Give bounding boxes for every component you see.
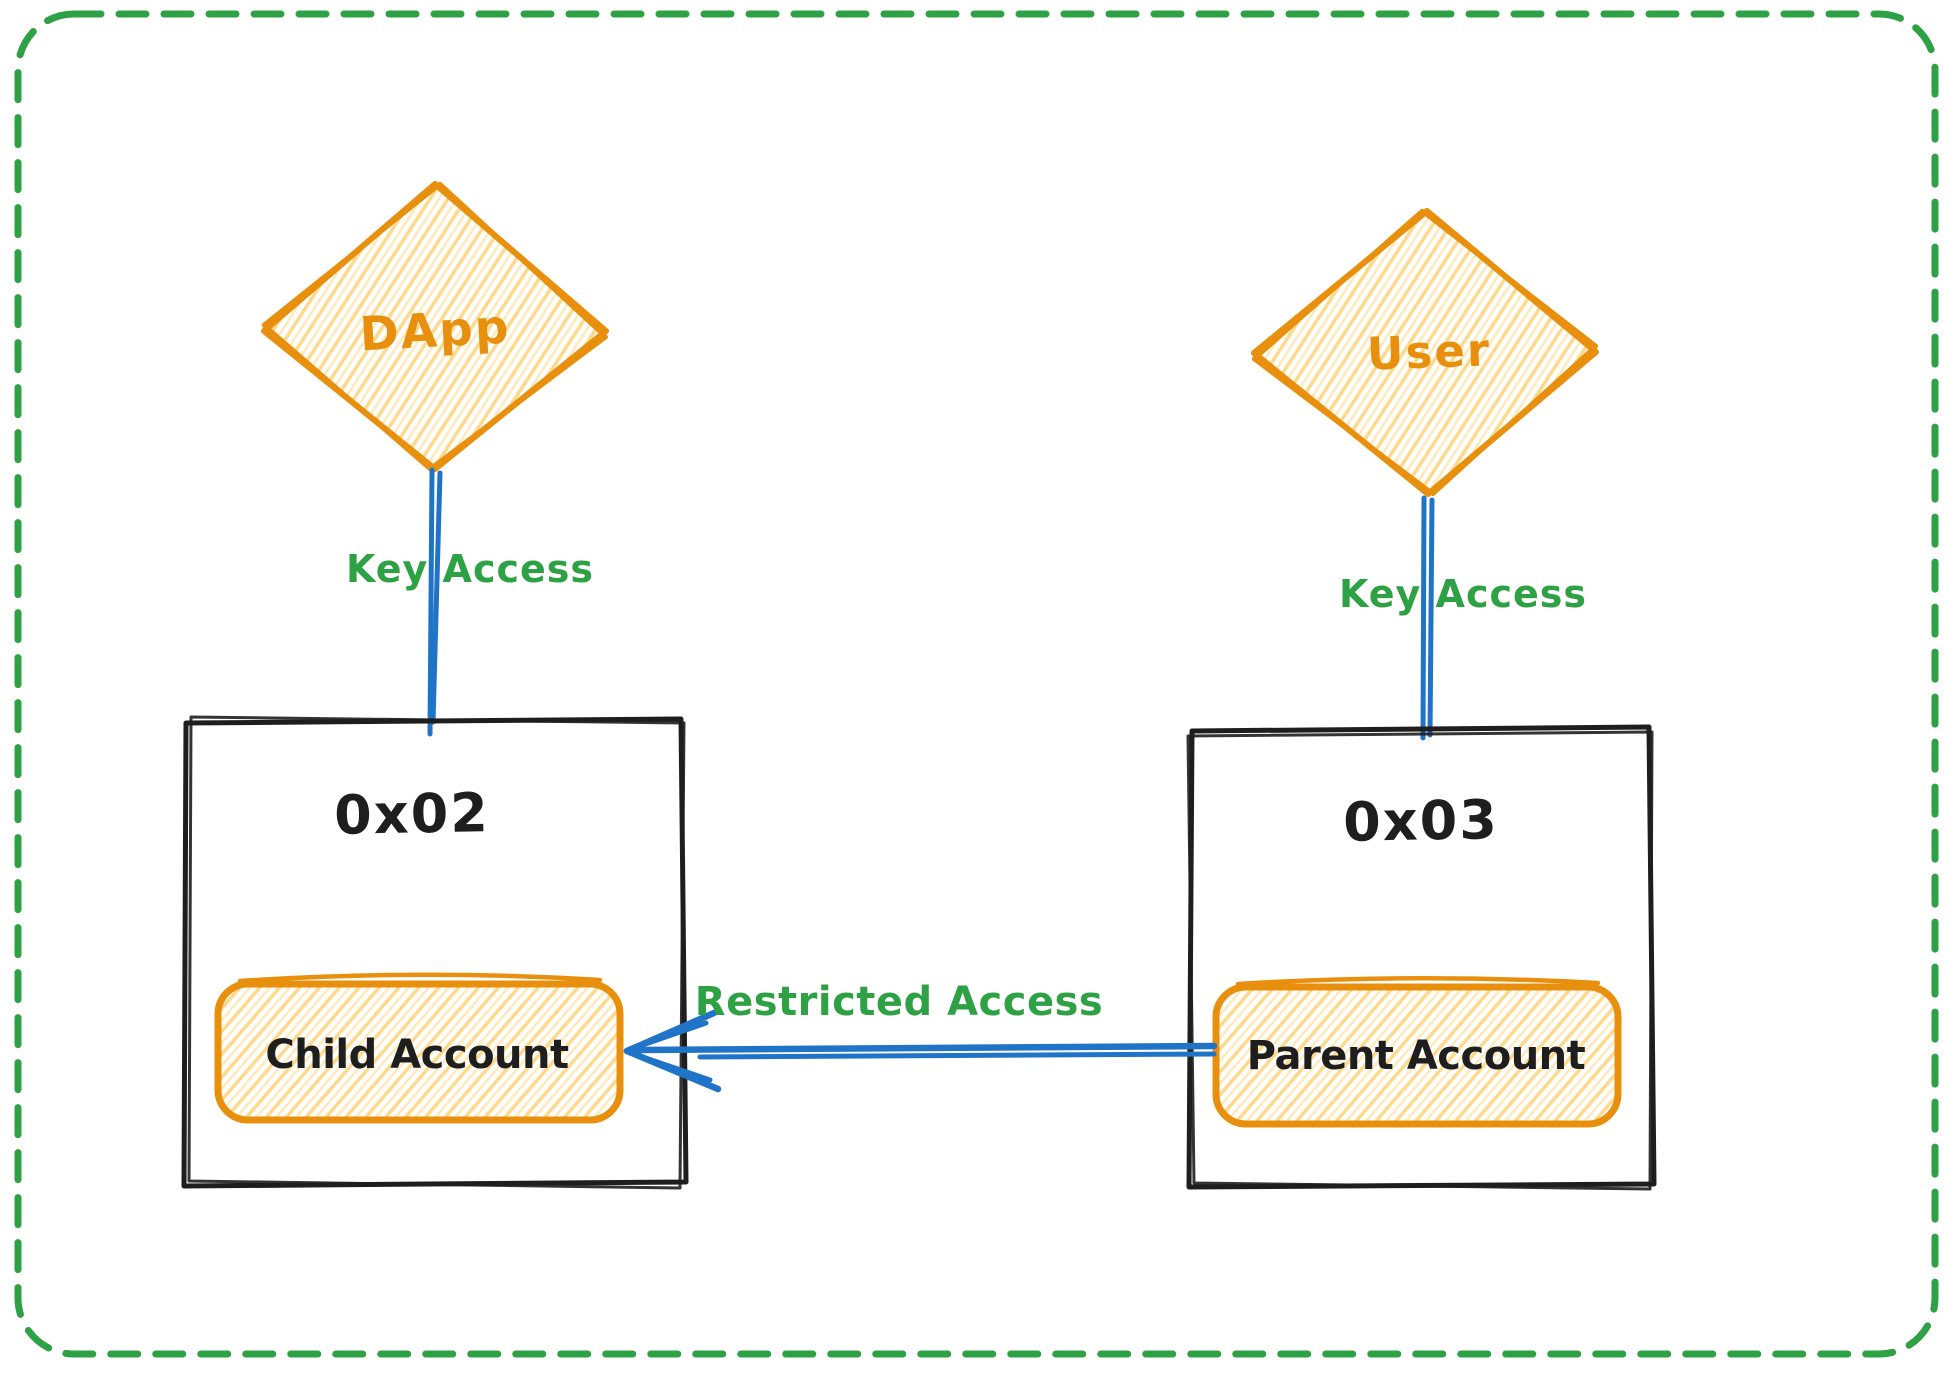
dapp-node-label: DApp [358,299,512,363]
child-account-shape [214,972,624,1124]
user-key-connector [1420,495,1435,741]
dapp-key-connector [427,467,443,737]
dashed-frame [14,10,1939,1358]
user-diamond [1251,208,1599,497]
restricted-access-arrow [623,1009,1218,1093]
account-0x02-title: 0x02 [333,781,491,847]
user-node-label: User [1366,323,1492,381]
account-0x02-box [181,715,689,1190]
parent-account-label: Parent Account [1246,1033,1586,1079]
restricted-access-edge-label: Restricted Access [694,979,1104,1025]
dapp-key-access-edge-label: Key Access [345,547,595,591]
account-0x03-title: 0x03 [1342,788,1500,854]
account-0x03-box [1186,724,1657,1191]
user-key-access-edge-label: Key Access [1338,572,1588,616]
child-account-label: Child Account [265,1032,569,1078]
